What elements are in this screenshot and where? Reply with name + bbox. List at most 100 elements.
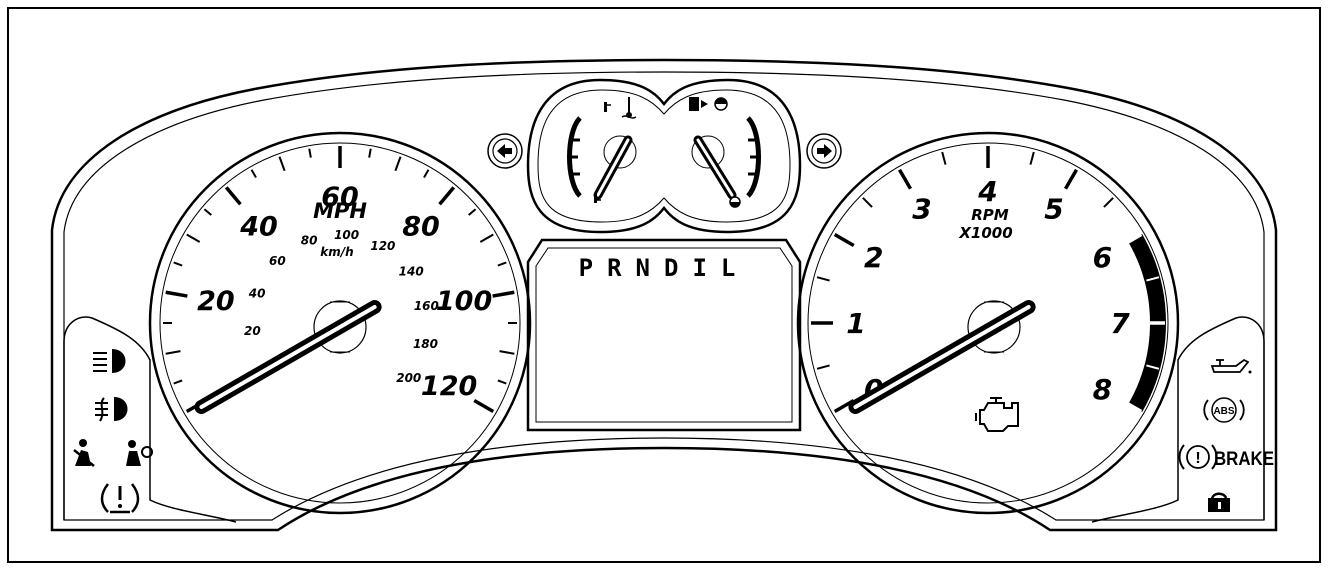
kmh-scale-label: 180 <box>413 337 438 351</box>
speedometer-inner-ring <box>159 142 521 504</box>
speedometer-tick <box>165 350 181 355</box>
tachometer-scale-label: 8 <box>1093 373 1112 406</box>
kmh-scale-label: 200 <box>396 371 421 385</box>
mph-scale-label: 40 <box>239 211 278 242</box>
mph-scale-label: 100 <box>436 286 492 317</box>
left-arrow-icon <box>487 133 523 169</box>
speedometer-outer-ring <box>148 131 532 515</box>
tachometer-tick <box>941 151 947 165</box>
brake-warning-icon: ! BRAKE <box>1178 444 1274 470</box>
speedometer-kmh-labels: 20 40 60 80 100 120 140 160 180 200 <box>244 228 439 385</box>
tachometer-labels: 012345678 <box>846 175 1130 406</box>
speedometer-tick <box>497 261 507 267</box>
speedometer-tick <box>173 379 183 385</box>
tachometer-tick <box>897 168 913 190</box>
gear-display: PRNDIL <box>526 238 802 432</box>
abs-label: ABS <box>1213 406 1234 417</box>
fuel-gauge <box>689 97 761 208</box>
kmh-scale-label: 80 <box>301 234 318 248</box>
kmh-scale-label: 60 <box>269 254 286 268</box>
kmh-scale-label: 120 <box>370 239 395 253</box>
speedometer-tick <box>468 208 477 216</box>
brake-label: BRAKE <box>1214 449 1274 470</box>
tachometer-tick <box>833 232 855 248</box>
mph-scale-label: 120 <box>421 371 477 402</box>
tachometer-inner-ring <box>807 142 1169 504</box>
speedometer-tick <box>368 148 372 158</box>
tachometer-tick <box>816 364 830 370</box>
tachometer-scale-label: 6 <box>1093 241 1112 274</box>
speedometer-tick <box>278 156 286 172</box>
speedometer-tick <box>479 233 494 243</box>
oil-pressure-icon <box>1210 358 1252 374</box>
speedometer-tick <box>492 290 515 298</box>
diagram-border <box>7 7 1321 563</box>
right-indicator-cluster: ABS ! BRAKE <box>1178 358 1274 512</box>
fuel-needle <box>693 135 737 200</box>
speedometer-tick <box>250 169 257 179</box>
kmh-unit-label: km/h <box>320 245 353 259</box>
tachometer-needle <box>848 300 1036 414</box>
speedometer-tick <box>497 379 507 385</box>
airbag-icon <box>126 440 153 466</box>
speedometer-mph-labels: 20 40 60 80 100 120 <box>197 182 492 402</box>
speedometer-tick <box>423 169 430 179</box>
speedometer-needle <box>194 300 382 414</box>
kmh-scale-label: 20 <box>244 324 261 338</box>
speedometer-tick <box>173 261 183 267</box>
fuel-pump-icon <box>689 97 741 208</box>
speedometer-tick <box>473 398 495 414</box>
speedometer-tick <box>186 233 201 243</box>
right-arrow-icon <box>806 133 842 169</box>
mph-scale-label: 20 <box>197 286 235 317</box>
speedometer-tick <box>224 186 242 206</box>
brake-exclamation: ! <box>1195 450 1200 467</box>
tachometer-tick <box>1103 197 1114 208</box>
speedometer-tick <box>308 148 312 158</box>
headlamp-icon <box>93 349 126 373</box>
tachometer-tick <box>862 197 873 208</box>
abs-icon: ABS <box>1203 397 1245 423</box>
cluster-bezel <box>50 58 1278 532</box>
speedometer-tick <box>499 350 515 355</box>
fog-lamp-icon <box>95 397 128 422</box>
kmh-scale-label: 140 <box>399 264 424 278</box>
seatbelt-icon <box>73 439 95 467</box>
temp-needle <box>593 135 633 200</box>
kmh-scale-label: 100 <box>334 228 359 242</box>
speedometer-needle-highlight <box>199 305 377 409</box>
security-lock-icon <box>1208 492 1230 512</box>
rpm-unit-label: RPM <box>971 206 1009 224</box>
tachometer-tick <box>816 276 830 282</box>
mph-scale-label: 60 <box>321 182 359 213</box>
tire-pressure-icon <box>100 483 140 514</box>
speedometer-tick <box>203 208 212 216</box>
check-engine-icon <box>975 397 1019 432</box>
tachometer-tick <box>1121 232 1143 248</box>
tachometer-scale-label: 4 <box>977 175 997 208</box>
coolant-temp-icon <box>594 97 637 203</box>
kmh-scale-label: 160 <box>414 299 439 313</box>
rpm-multiplier-label: X1000 <box>958 224 1012 242</box>
left-indicator-cluster <box>73 349 153 514</box>
tachometer-ticks <box>811 146 1165 414</box>
tachometer-scale-label: 3 <box>912 193 931 226</box>
tachometer-scale-label: 2 <box>864 241 883 274</box>
tachometer-tick <box>1146 364 1160 370</box>
tachometer-scale-label: 5 <box>1044 193 1063 226</box>
tachometer-tick <box>1146 276 1160 282</box>
tachometer-scale-label: 1 <box>846 307 865 340</box>
tachometer-tick <box>1029 151 1035 165</box>
speedometer-tick <box>394 156 402 172</box>
tachometer: 012345678 RPM X1000 <box>796 131 1180 515</box>
kmh-scale-label: 40 <box>248 286 266 300</box>
tachometer-scale-label: 7 <box>1110 307 1130 340</box>
mph-scale-label: 80 <box>402 211 440 242</box>
center-gauge-pod <box>526 78 802 234</box>
speedometer-tick <box>438 186 456 206</box>
right-indicator-pocket <box>1091 316 1265 523</box>
tachometer-needle-highlight <box>853 305 1031 409</box>
speedometer-tick <box>165 290 188 298</box>
